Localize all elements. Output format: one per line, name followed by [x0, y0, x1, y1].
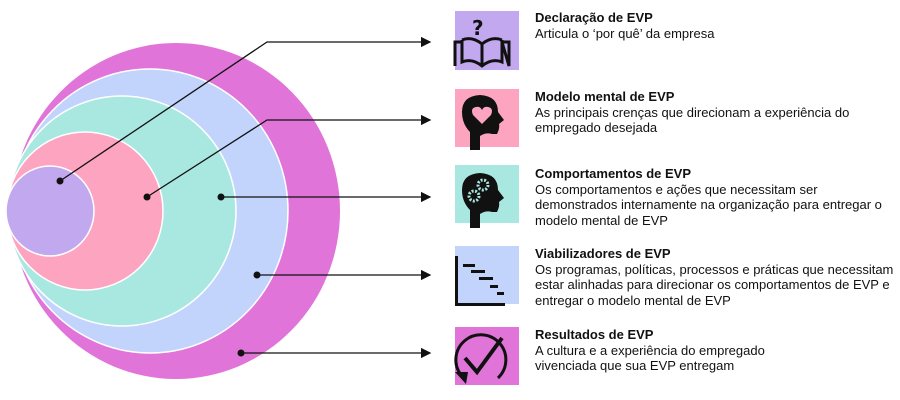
dot-1	[56, 177, 64, 185]
head-gears-icon	[462, 173, 504, 228]
layer-item-declaracao: Declaração de EVP Articula o ‘por quê’ d…	[535, 10, 895, 41]
layer-title: Declaração de EVP	[535, 10, 653, 25]
layer-description: As principais crenças que direcionam a e…	[535, 104, 850, 136]
layer-title: Comportamentos de EVP	[535, 166, 692, 181]
head-heart-icon	[462, 95, 504, 150]
layer-description: A cultura e a experiência do empregado v…	[535, 342, 765, 374]
connector-2	[146, 114, 432, 198]
layer-description: Os programas, políticas, processos e prá…	[535, 261, 894, 308]
icon-box-4	[455, 246, 519, 304]
layer-title: Viabilizadores de EVP	[535, 246, 671, 261]
dot-4	[253, 271, 261, 279]
svg-text:?: ?	[472, 16, 484, 40]
layer-description: Os comportamentos e ações que necessitam…	[535, 181, 882, 228]
check-cycle-icon	[454, 333, 508, 384]
layer-item-modelo-mental: Modelo mental de EVP As principais crenç…	[535, 89, 895, 136]
layer-item-viabilizadores: Viabilizadores de EVP Os programas, polí…	[535, 246, 895, 308]
layer-item-comportamentos: Comportamentos de EVP Os comportamentos …	[535, 166, 895, 228]
book-question-icon: ?	[453, 16, 511, 68]
circle-declaracao	[5, 165, 95, 257]
layer-description: Articula o ‘por quê’ da empresa	[535, 25, 715, 41]
connector-1	[59, 36, 432, 182]
dot-5	[237, 349, 245, 357]
gantt-chart-icon	[455, 256, 505, 306]
dot-3	[217, 193, 225, 201]
dot-2	[143, 193, 151, 201]
layer-title: Resultados de EVP	[535, 327, 654, 342]
layer-title: Modelo mental de EVP	[535, 89, 675, 104]
layer-item-resultados: Resultados de EVP A cultura e a experiên…	[535, 327, 825, 374]
